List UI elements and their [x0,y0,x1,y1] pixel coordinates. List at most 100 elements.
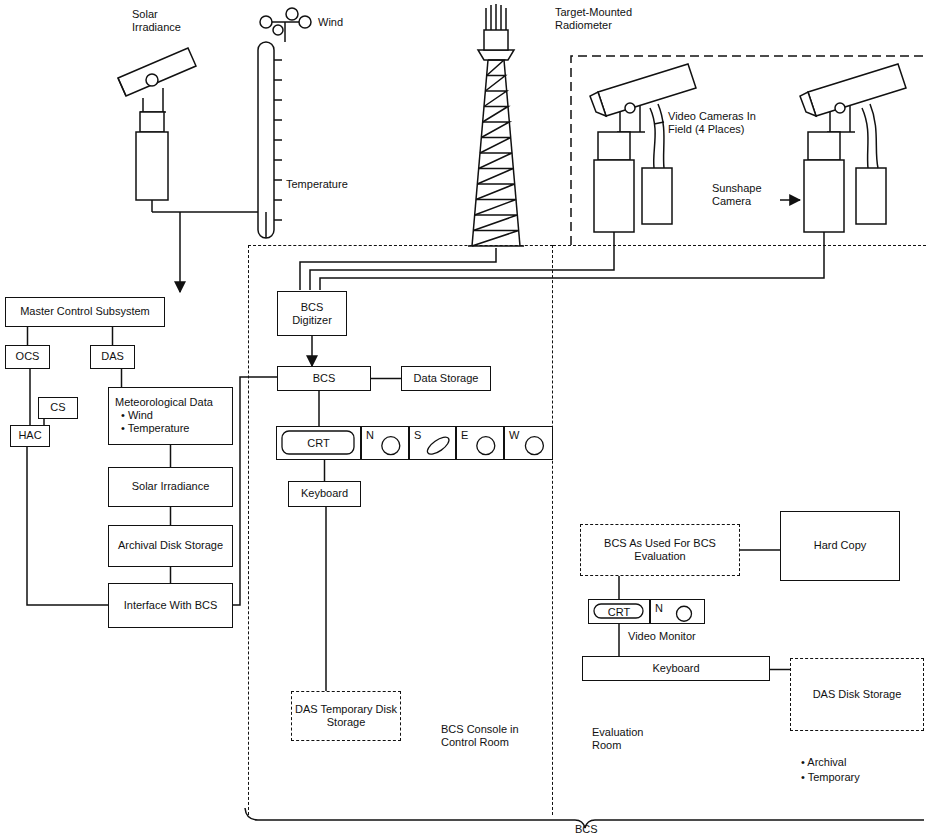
room-region: BCS Console in Control Room BCS Digitizer… [248,245,553,815]
box-text: Solar Irradiance [112,480,229,493]
storage-box: DAS Disk Storage• Archival• Temporary [790,658,924,731]
box-text: OCS [9,350,46,363]
box-text: Keyboard [292,487,357,500]
tower-brace [481,122,509,138]
bullet-item: • Temperature [115,423,229,436]
process-box: Meteorological Data• Wind• Temperature [108,387,233,445]
box-label: DAS [94,350,131,363]
connector [170,445,172,467]
camera-label: Video Cameras In Field (4 Places) [668,110,778,136]
sensor-label: Temperature [286,178,376,191]
box-label: Interface With BCS [112,599,229,612]
camera-label: Sunshape Camera [712,182,780,208]
thermometer-tick [274,199,282,201]
connector [318,391,320,426]
tower-brace [487,60,504,76]
box-label: Keyboard [292,487,357,500]
process-box: HAC [10,425,50,447]
thermometer-tick [274,59,282,61]
video-monitor: E [456,426,504,460]
process-box: Master Control Subsystem [5,297,165,327]
box-text: DAS Disk Storage [794,688,920,701]
monitor-screen [425,434,452,457]
monitor-screen [382,437,400,455]
monitor-screen [525,437,543,455]
connector [371,378,401,380]
field-region [571,56,926,245]
video-monitor: N [361,426,409,460]
box-text: HAC [14,429,46,442]
process-box: Keyboard [582,656,770,681]
box-label: HAC [14,429,46,442]
monitor-label: E [461,429,468,441]
process-box: Keyboard [288,481,361,507]
storage-box: DAS Temporary Disk Storage [291,691,401,741]
box-text: BCS Digitizer [281,300,343,326]
solar-sensor [118,48,262,292]
box-text: Archival Disk Storage [112,539,229,552]
crt-label: CRT [277,437,360,449]
connector [170,507,172,525]
connector [618,624,620,656]
process-box: Hard Copy [780,511,900,581]
crt-label: CRT [589,606,649,618]
thermometer-tick [274,159,282,161]
box-label: BCS Digitizer [281,300,343,326]
tower-label: Target-Mounted Radiometer [555,6,655,32]
box-text: Data Storage [405,372,487,385]
tower-brace [475,200,516,216]
room-region: Evaluation Room BCS As Used For BCS Evalu… [553,245,926,815]
met-sensor [258,8,311,238]
connector [121,369,123,387]
region-label: Evaluation Room [592,726,662,752]
box-label: CS [42,401,74,414]
video-monitor: N [650,599,705,624]
box-text: Meteorological Data• Wind• Temperature [115,396,229,436]
connector [112,327,114,345]
tower-brace [483,107,508,123]
process-box: CS [38,397,78,419]
box-label: DAS Temporary Disk Storage [295,703,397,729]
connector [325,507,327,691]
leader-line [654,122,664,124]
thermometer-tick [274,179,282,181]
box-label: Master Control Subsystem [9,305,161,318]
tower-brace [477,169,513,185]
radiometer-tower [468,4,524,246]
bullet-item: • Temporary [801,771,860,783]
monitor-caption: Video Monitor [628,630,718,643]
tower-brace [479,153,512,169]
bullet-item: • Wind [115,409,229,422]
box-text: BCS [281,372,367,385]
sensor-label: Wind [318,16,368,29]
video-camera [590,64,696,232]
video-monitor: S [409,426,456,460]
box-label: Keyboard [586,662,766,675]
box-text: Master Control Subsystem [9,305,161,318]
tower-brace [473,215,517,231]
thermometer-tick [274,99,282,101]
box-text: Interface With BCS [112,599,229,612]
connector [311,336,313,366]
box-label: Archival Disk Storage [112,539,229,552]
box-label: Data Storage [405,372,487,385]
box-text: DAS Temporary Disk Storage [295,703,397,729]
thermometer-tick [274,139,282,141]
process-box: Interface With BCS [108,583,233,628]
box-label: DAS Disk Storage [794,688,920,701]
thermometer-tick [274,219,282,221]
connector [618,576,620,599]
region-label: BCS Console in Control Room [441,723,551,749]
box-text: Hard Copy [784,539,896,552]
connector [27,447,108,605]
box-label: BCS As Used For BCS Evaluation [584,537,736,563]
box-text: Keyboard [586,662,766,675]
box-text: DAS [94,350,131,363]
monitor-label: W [509,429,519,441]
monitor-screen [477,437,495,455]
sunshape-camera [800,64,906,232]
crt-display: CRT [588,599,650,624]
storage-box: BCS As Used For BCS Evaluation [580,524,740,576]
connector [324,460,326,481]
tower-brace [472,231,519,247]
